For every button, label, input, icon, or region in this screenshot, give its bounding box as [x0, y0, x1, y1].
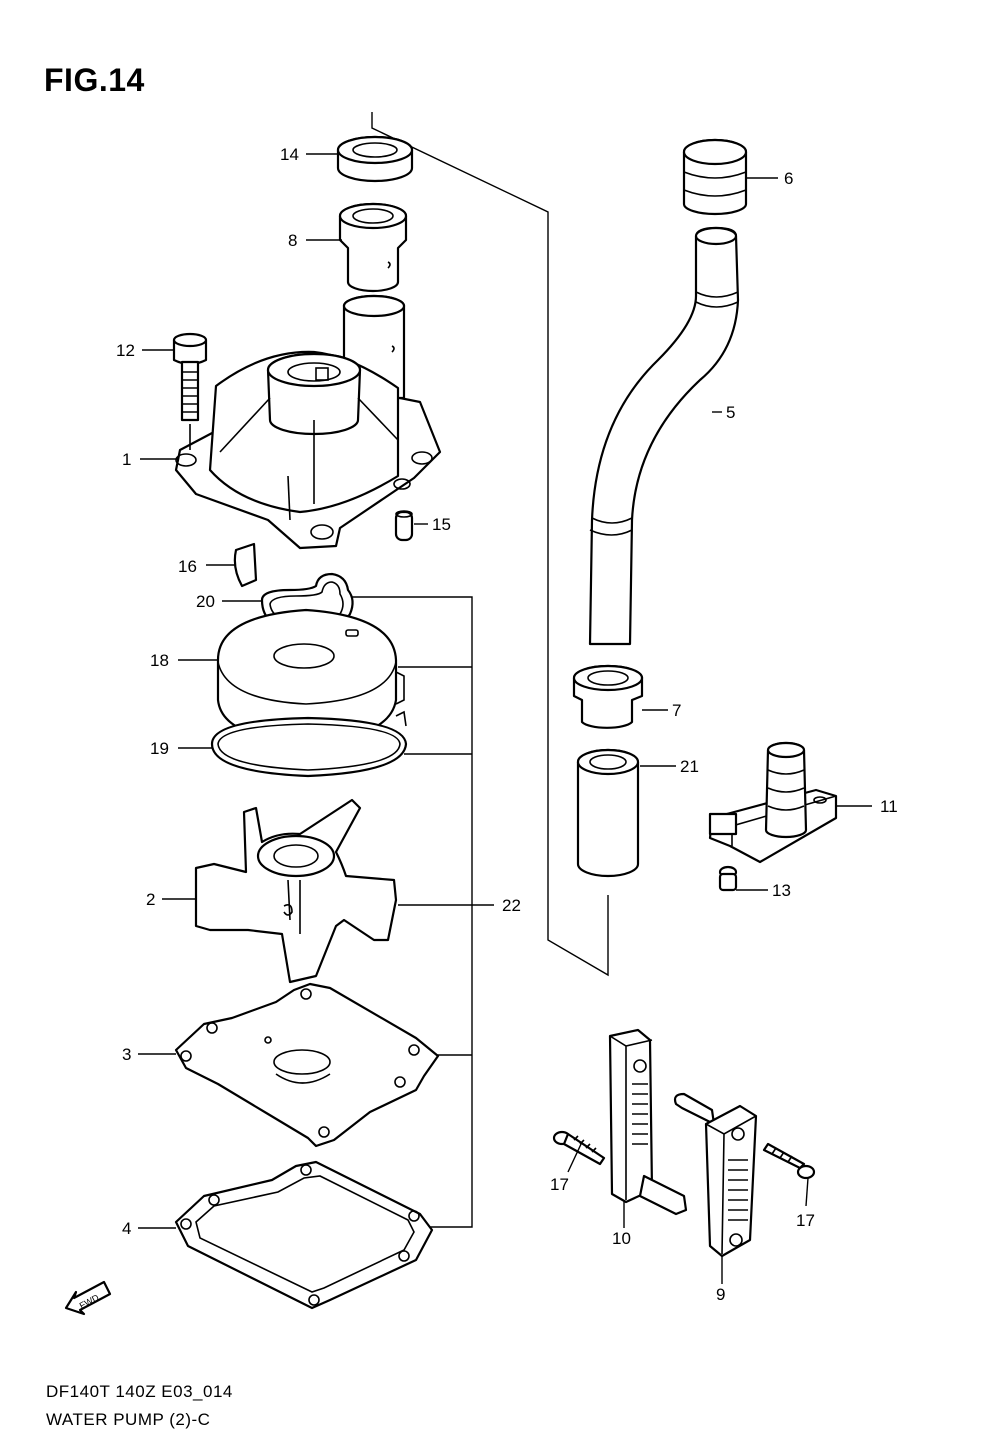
callout-12: 12 — [116, 341, 135, 360]
callout-20: 20 — [196, 592, 215, 611]
callout-13: 13 — [772, 881, 791, 900]
callout-10: 10 — [612, 1229, 631, 1248]
part-9-mount[interactable] — [673, 1092, 758, 1258]
callout-9: 9 — [716, 1285, 725, 1304]
part-13-screw[interactable] — [718, 865, 738, 892]
callout-labels: 14 8 12 1 15 16 20 18 19 2 22 3 4 6 5 7 … — [78, 145, 898, 1311]
footer-caption: WATER PUMP (2)-C — [46, 1410, 211, 1429]
footer-code: DF140T 140Z E03_014 — [46, 1382, 233, 1401]
callout-15: 15 — [432, 515, 451, 534]
callout-18: 18 — [150, 651, 169, 670]
part-12-bolt[interactable] — [172, 332, 208, 450]
part-8-grommet[interactable] — [338, 202, 408, 293]
figure-title: FIG.14 — [44, 62, 145, 98]
callout-22: 22 — [502, 896, 521, 915]
callout-11: 11 — [880, 797, 898, 816]
callout-17-right: 17 — [796, 1211, 815, 1230]
part-7-grommet[interactable] — [572, 664, 644, 729]
callout-6: 6 — [784, 169, 793, 188]
leader-lines — [138, 153, 872, 1284]
part-14-seal[interactable] — [336, 135, 414, 183]
part-4-gasket[interactable] — [174, 1160, 434, 1310]
part-11-hose-bracket[interactable] — [708, 741, 838, 864]
callout-17-left: 17 — [550, 1175, 569, 1194]
part-15-pin[interactable] — [394, 510, 414, 542]
part-5-water-hose[interactable] — [588, 226, 740, 646]
callout-3: 3 — [122, 1045, 131, 1064]
callout-19: 19 — [150, 739, 169, 758]
part-21-tube[interactable] — [576, 748, 640, 878]
callout-21: 21 — [680, 757, 699, 776]
part-1-pump-case[interactable] — [174, 294, 442, 550]
fwd-arrow-icon — [64, 1280, 112, 1316]
callout-2: 2 — [146, 890, 155, 909]
assembly-bracket-lines — [348, 112, 609, 1228]
part-19-liner[interactable] — [210, 710, 408, 778]
callout-8: 8 — [288, 231, 297, 250]
part-3-plate[interactable] — [174, 982, 440, 1148]
callout-7: 7 — [672, 701, 681, 720]
part-16-key[interactable] — [233, 542, 258, 588]
part-10-mount[interactable] — [608, 1028, 688, 1216]
callout-14: 14 — [280, 145, 299, 164]
callout-1: 1 — [122, 450, 131, 469]
part-17-screw-right[interactable] — [762, 1142, 816, 1180]
part-6-grommet[interactable] — [682, 138, 748, 216]
callout-4: 4 — [122, 1219, 131, 1238]
callout-5: 5 — [726, 403, 735, 422]
callout-16: 16 — [178, 557, 197, 576]
part-2-impeller[interactable] — [194, 798, 398, 984]
